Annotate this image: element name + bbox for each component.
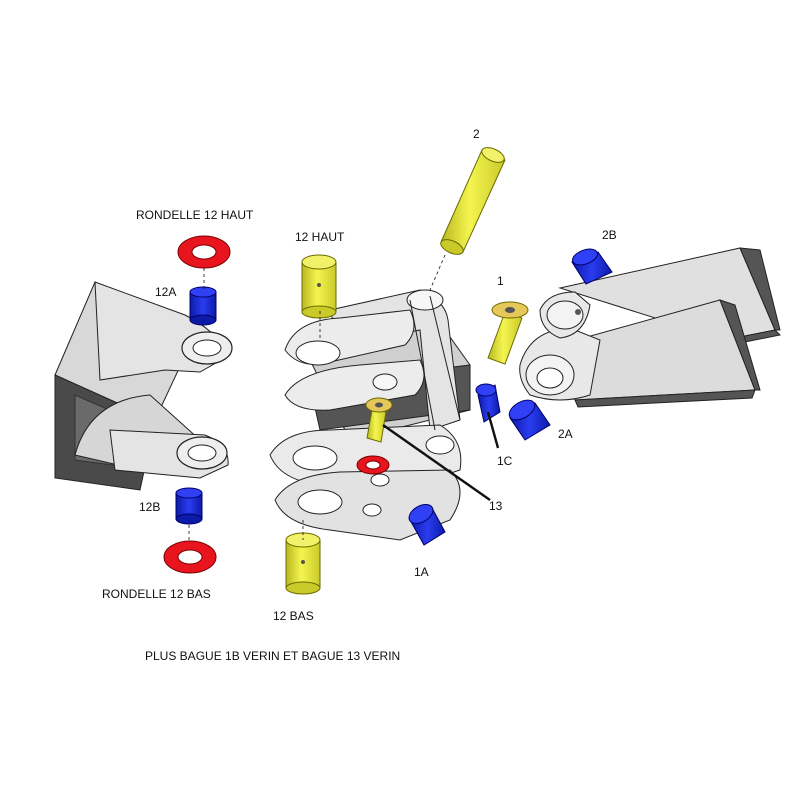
label-1c: 1C — [497, 454, 513, 468]
label-2b: 2B — [602, 228, 617, 242]
pin-12-haut — [301, 254, 337, 319]
bushing-1c — [475, 383, 501, 423]
label-12b: 12B — [139, 500, 161, 514]
label-rondelle-12-bas: RONDELLE 12 BAS — [102, 587, 211, 601]
pin-12-bas — [285, 532, 321, 595]
washer-12-bas — [163, 540, 217, 574]
label-13: 13 — [489, 499, 503, 513]
right-arm — [519, 247, 782, 408]
label-1: 1 — [497, 274, 504, 288]
bushing-12b — [175, 487, 203, 525]
pin-1 — [487, 301, 529, 365]
label-1a: 1A — [414, 565, 429, 579]
bushing-1a — [408, 504, 446, 546]
label-2: 2 — [473, 127, 480, 141]
label-12-haut: 12 HAUT — [295, 230, 345, 244]
label-2a: 2A — [558, 427, 573, 441]
label-12-bas: 12 BAS — [273, 609, 314, 623]
label-12a: 12A — [155, 285, 177, 299]
bushing-12a — [189, 286, 217, 326]
pin-2 — [440, 147, 506, 255]
washer-center — [356, 455, 390, 475]
bushing-2a — [508, 399, 551, 441]
center-housing — [269, 289, 471, 541]
bushing-2b — [571, 248, 613, 285]
pin-13 — [365, 397, 393, 443]
washer-12-haut — [177, 235, 231, 269]
left-bracket — [54, 281, 233, 491]
footnote: PLUS BAGUE 1B VERIN ET BAGUE 13 VERIN — [145, 649, 401, 663]
label-rondelle-12-haut: RONDELLE 12 HAUT — [136, 208, 254, 222]
leader-lines — [188, 254, 500, 540]
